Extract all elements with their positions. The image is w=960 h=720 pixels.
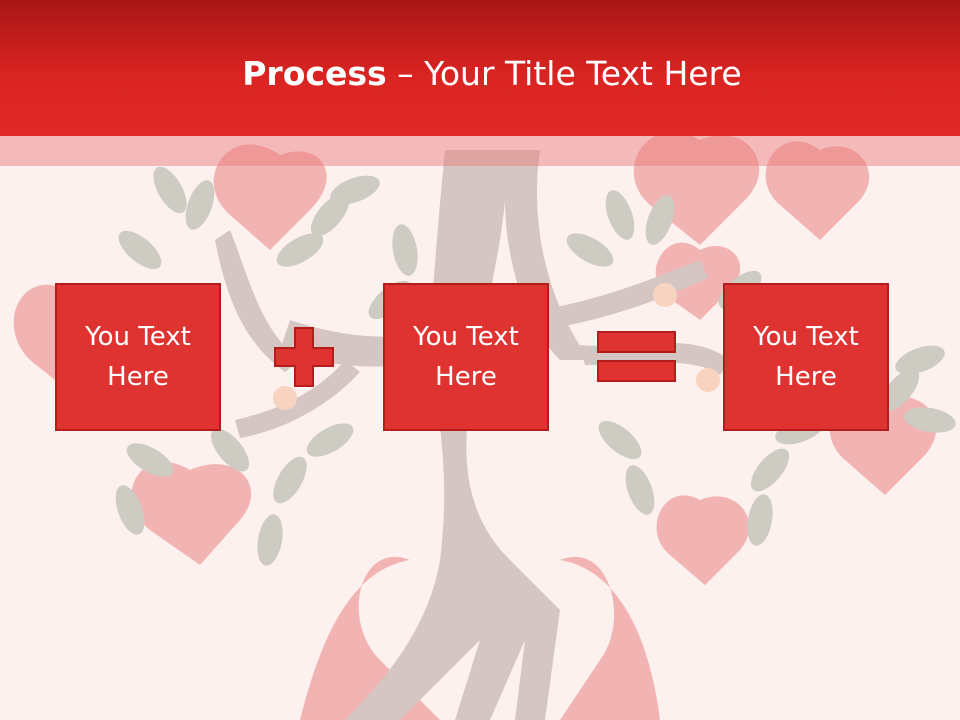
title-bar bbox=[0, 0, 960, 136]
title-bold: Process bbox=[242, 54, 387, 93]
fruit-dots bbox=[273, 283, 720, 410]
title-bar-band bbox=[0, 136, 960, 166]
equals-icon bbox=[597, 331, 676, 382]
process-box-1[interactable]: You Text Here bbox=[55, 283, 221, 431]
slide-title[interactable]: Process – Your Title Text Here bbox=[0, 52, 960, 96]
process-box-2[interactable]: You Text Here bbox=[383, 283, 549, 431]
process-box-3[interactable]: You Text Here bbox=[723, 283, 889, 431]
title-rest: – Your Title Text Here bbox=[386, 54, 742, 93]
plus-icon bbox=[274, 327, 334, 387]
